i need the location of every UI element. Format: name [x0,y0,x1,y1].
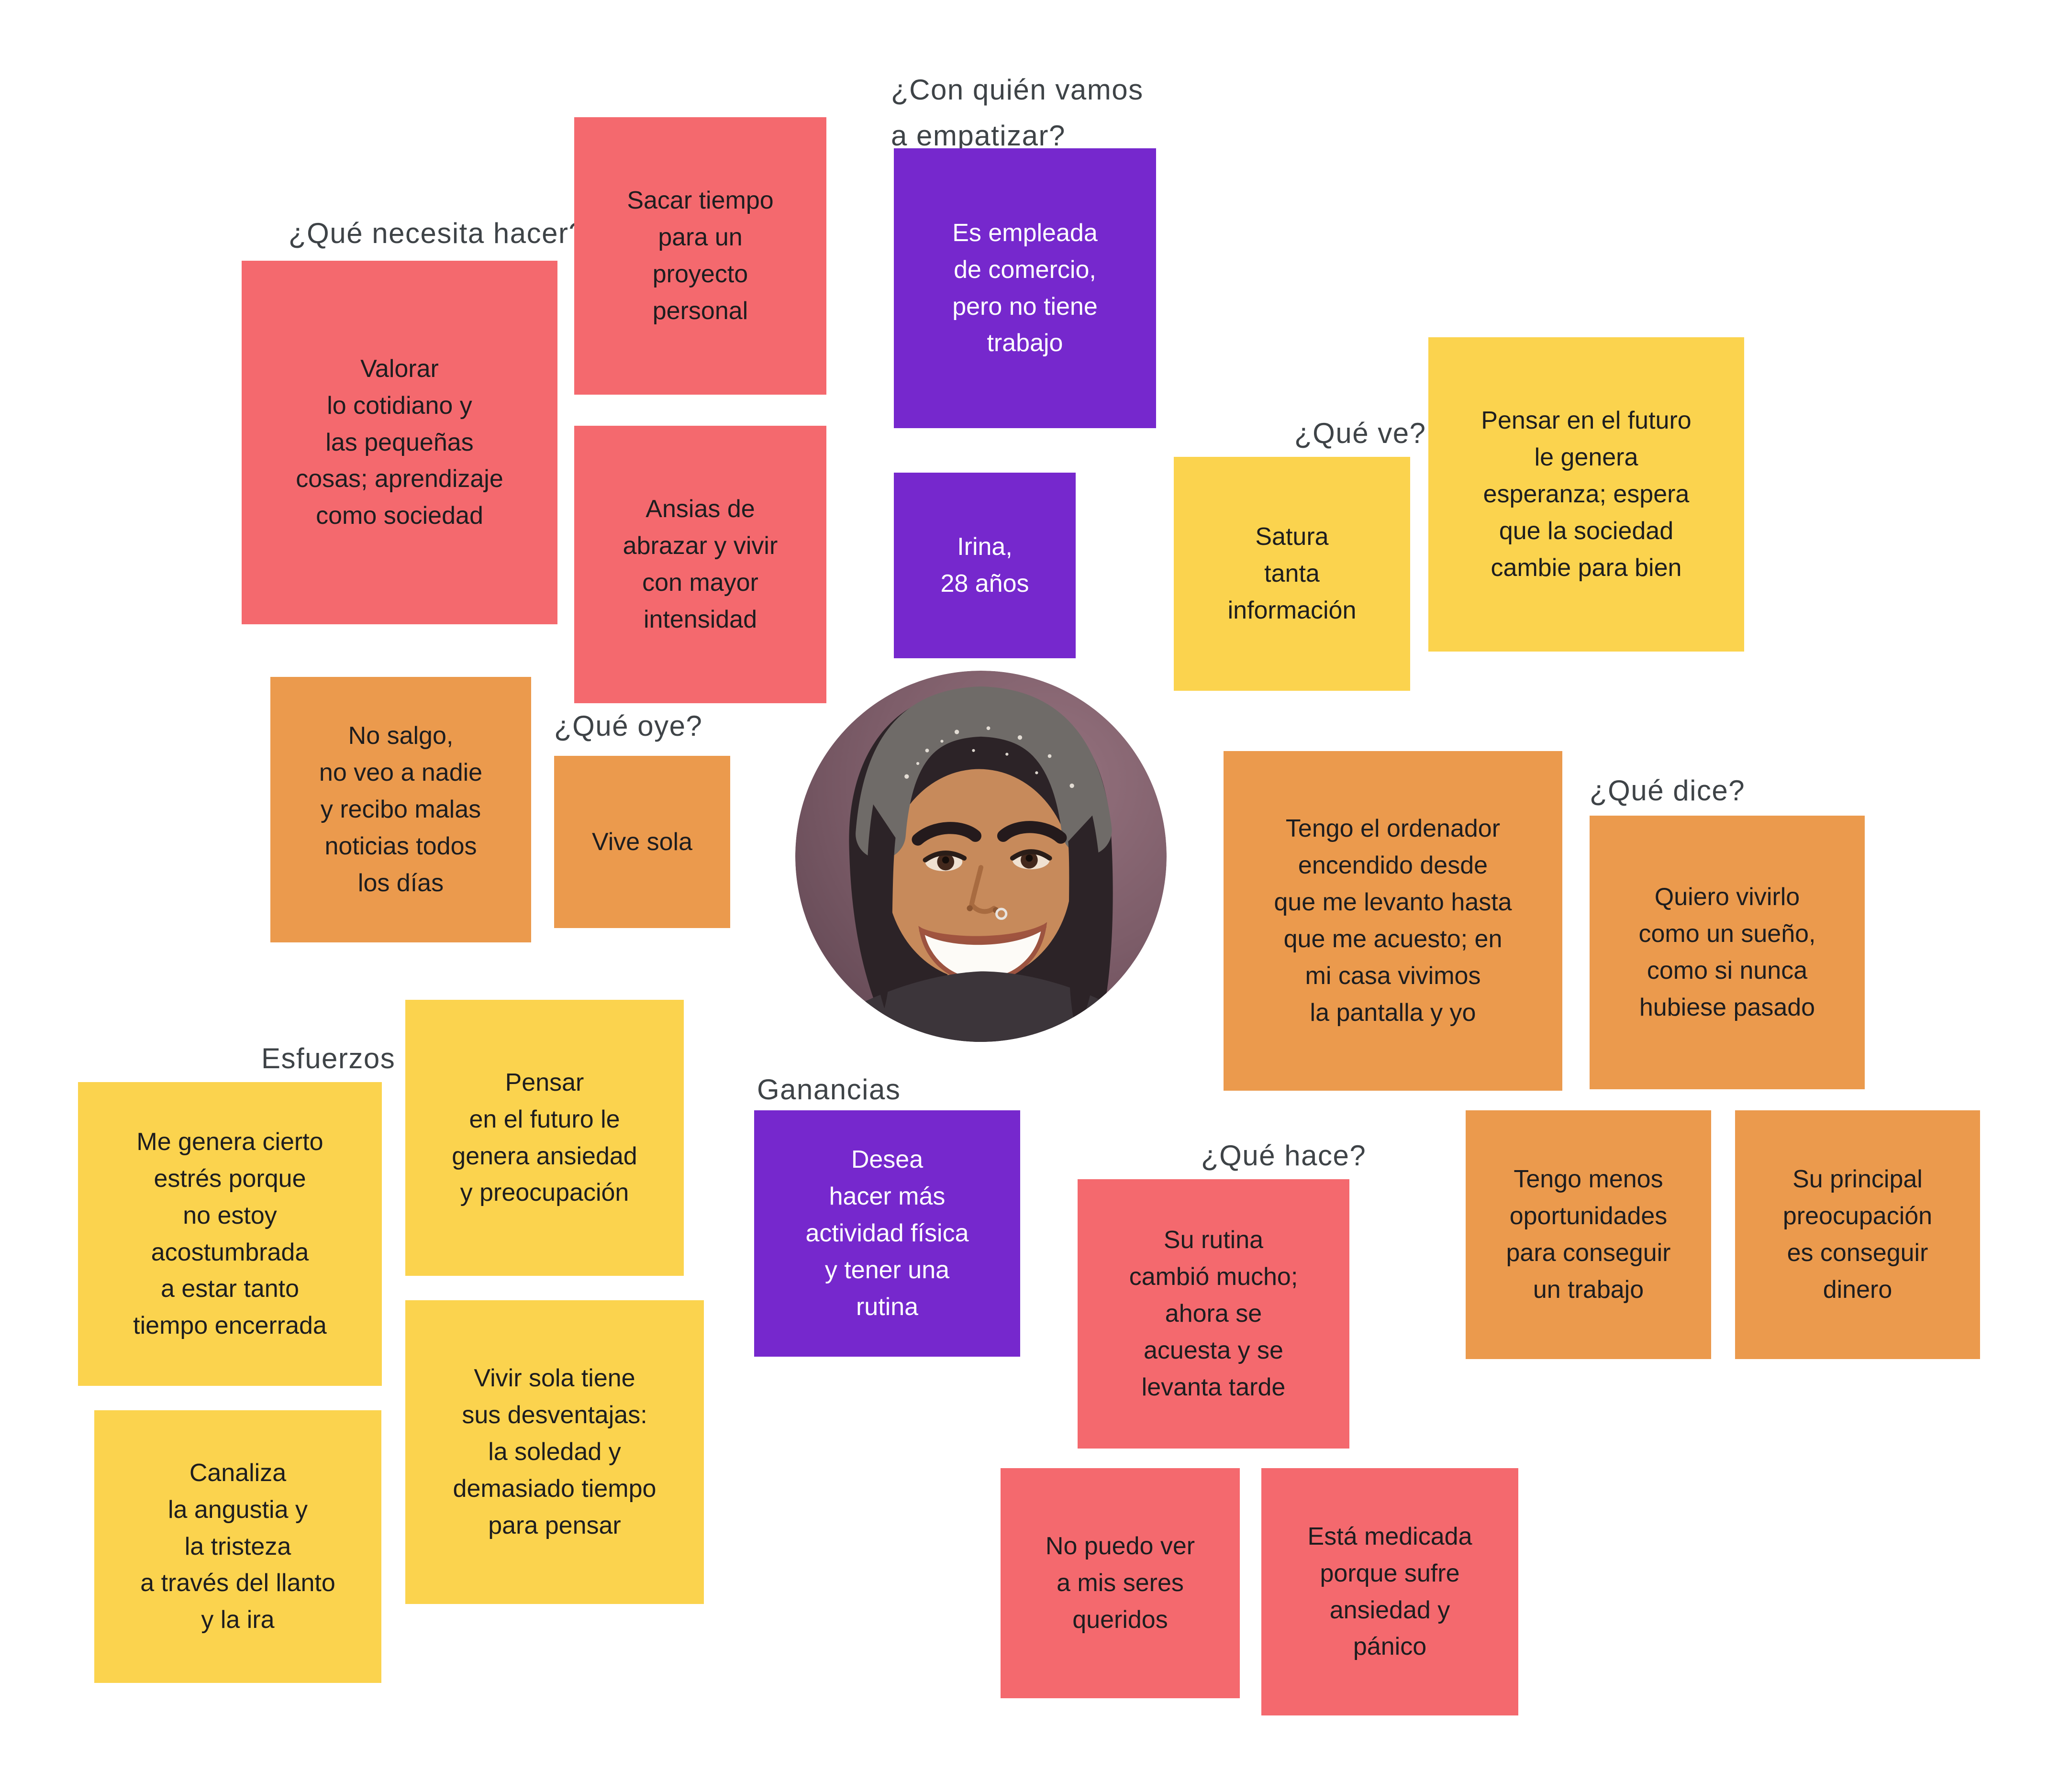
sticky-note-tengo-ordenador[interactable]: Tengo el ordenador encendido desde que m… [1224,751,1562,1091]
sticky-note-valorar[interactable]: Valorar lo cotidiano y las pequeñas cosa… [242,261,557,624]
persona-portrait-illustration [795,671,1167,1042]
sticky-note-irina[interactable]: Irina, 28 años [894,473,1076,658]
label-que-necesita-hacer: ¿Qué necesita hacer? [289,217,586,249]
sticky-note-vivir-sola-desventajas[interactable]: Vivir sola tiene sus desventajas: la sol… [405,1300,704,1604]
label-con-quien-vamos-a-empatizar: ¿Con quién vamos a empatizar? [891,74,1144,152]
sticky-note-tengo-menos[interactable]: Tengo menos oportunidades para conseguir… [1466,1110,1711,1359]
sticky-note-no-puedo-ver[interactable]: No puedo ver a mis seres queridos [1001,1468,1240,1698]
label-que-oye: ¿Qué oye? [554,710,703,742]
sticky-note-es-empleada[interactable]: Es empleada de comercio, pero no tiene t… [894,148,1156,428]
sticky-note-satura-informacion[interactable]: Satura tanta información [1174,457,1410,691]
sticky-note-pensar-ansiedad[interactable]: Pensar en el futuro le genera ansiedad y… [405,1000,684,1276]
persona-photo [795,671,1167,1042]
sticky-note-pensar-esperanza[interactable]: Pensar en el futuro le genera esperanza;… [1428,337,1744,652]
sticky-note-desea-actividad[interactable]: Desea hacer más actividad física y tener… [754,1110,1020,1357]
sticky-note-quiero-vivirlo[interactable]: Quiero vivirlo como un sueño, como si nu… [1590,816,1865,1089]
sticky-note-sacar-tiempo[interactable]: Sacar tiempo para un proyecto personal [574,117,826,395]
sticky-note-ansias-abrazar[interactable]: Ansias de abrazar y vivir con mayor inte… [574,426,826,703]
label-que-hace: ¿Qué hace? [1201,1139,1367,1172]
sticky-note-su-rutina[interactable]: Su rutina cambió mucho; ahora se acuesta… [1078,1179,1349,1449]
label-esfuerzos: Esfuerzos [261,1042,396,1074]
sticky-note-me-genera-estres[interactable]: Me genera cierto estrés porque no estoy … [78,1082,382,1386]
sticky-note-vive-sola[interactable]: Vive sola [554,756,730,928]
sticky-note-canaliza-angustia[interactable]: Canaliza la angustia y la tristeza a tra… [94,1410,381,1683]
label-ganancias: Ganancias [757,1073,901,1106]
label-que-ve: ¿Qué ve? [1294,417,1426,449]
sticky-note-esta-medicada[interactable]: Está medicada porque sufre ansiedad y pá… [1261,1468,1518,1715]
sticky-note-no-salgo[interactable]: No salgo, no veo a nadie y recibo malas … [270,677,531,942]
sticky-note-su-principal[interactable]: Su principal preocupación es conseguir d… [1735,1110,1980,1359]
label-que-dice: ¿Qué dice? [1590,774,1746,807]
